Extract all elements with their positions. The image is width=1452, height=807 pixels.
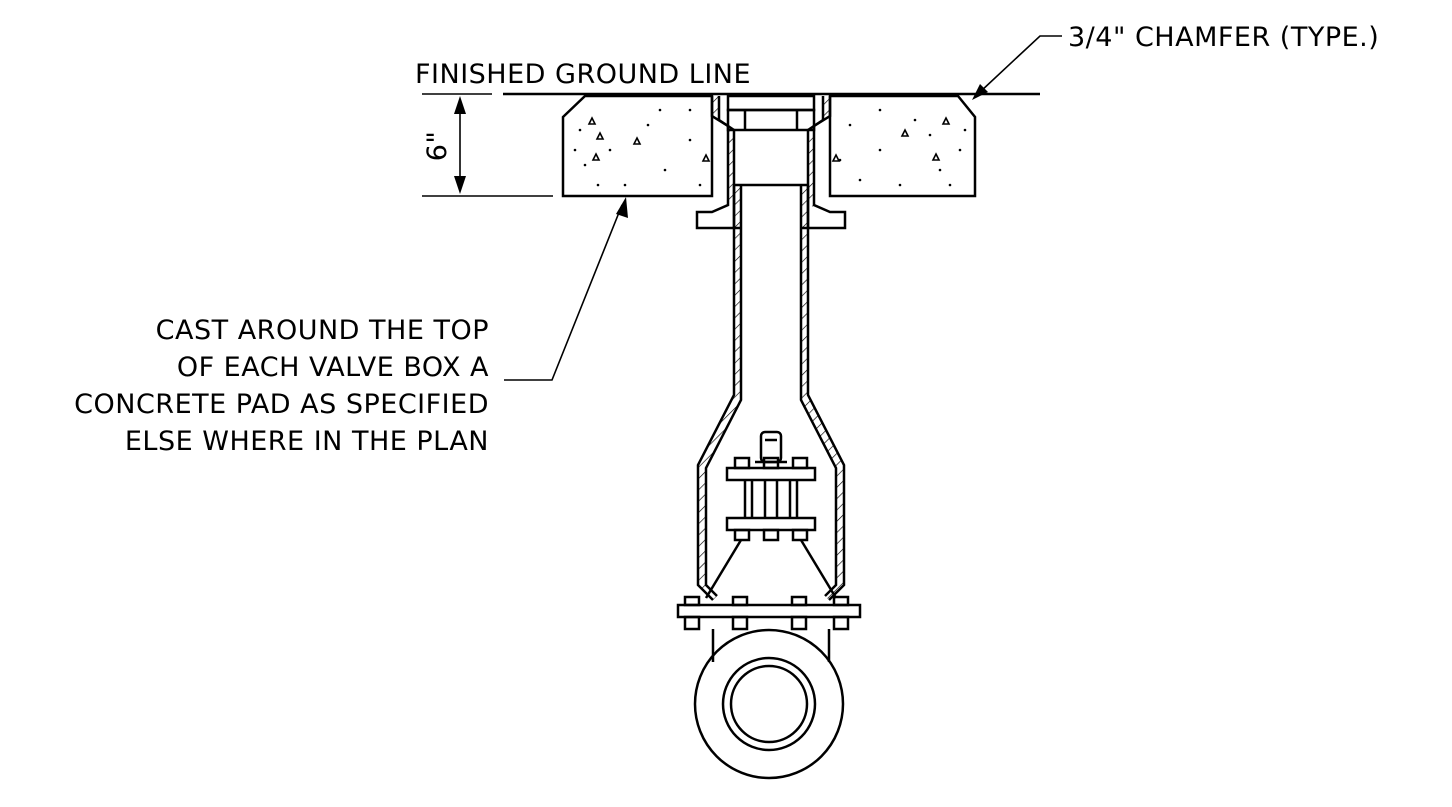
valve-box-shaft	[696, 183, 846, 601]
concrete-pad	[561, 94, 977, 198]
valve-flange	[676, 595, 862, 631]
valve-box-top	[695, 96, 847, 230]
note-line-3: CONCRETE PAD AS SPECIFIED	[74, 389, 489, 420]
dimension-label: 6"	[422, 131, 453, 162]
note-line-1: CAST AROUND THE TOP	[156, 315, 489, 346]
pad-thickness-dimension	[422, 96, 553, 197]
concrete-aggregate-marks	[573, 108, 967, 187]
note-line-2: OF EACH VALVE BOX A	[177, 352, 489, 383]
note-leader	[504, 197, 628, 381]
concrete-pad-note: CAST AROUND THE TOP OF EACH VALVE BOX A …	[74, 315, 489, 457]
note-line-4: ELSE WHERE IN THE PLAN	[125, 426, 489, 457]
water-main-pipe	[693, 628, 845, 780]
valve-stem-assembly	[704, 430, 838, 599]
finished-ground-label: FINISHED GROUND LINE	[415, 59, 751, 90]
chamfer-label: 3/4" CHAMFER (TYPE.)	[1068, 22, 1379, 53]
chamfer-leader	[972, 35, 1062, 100]
valve-box-lid	[726, 94, 816, 132]
